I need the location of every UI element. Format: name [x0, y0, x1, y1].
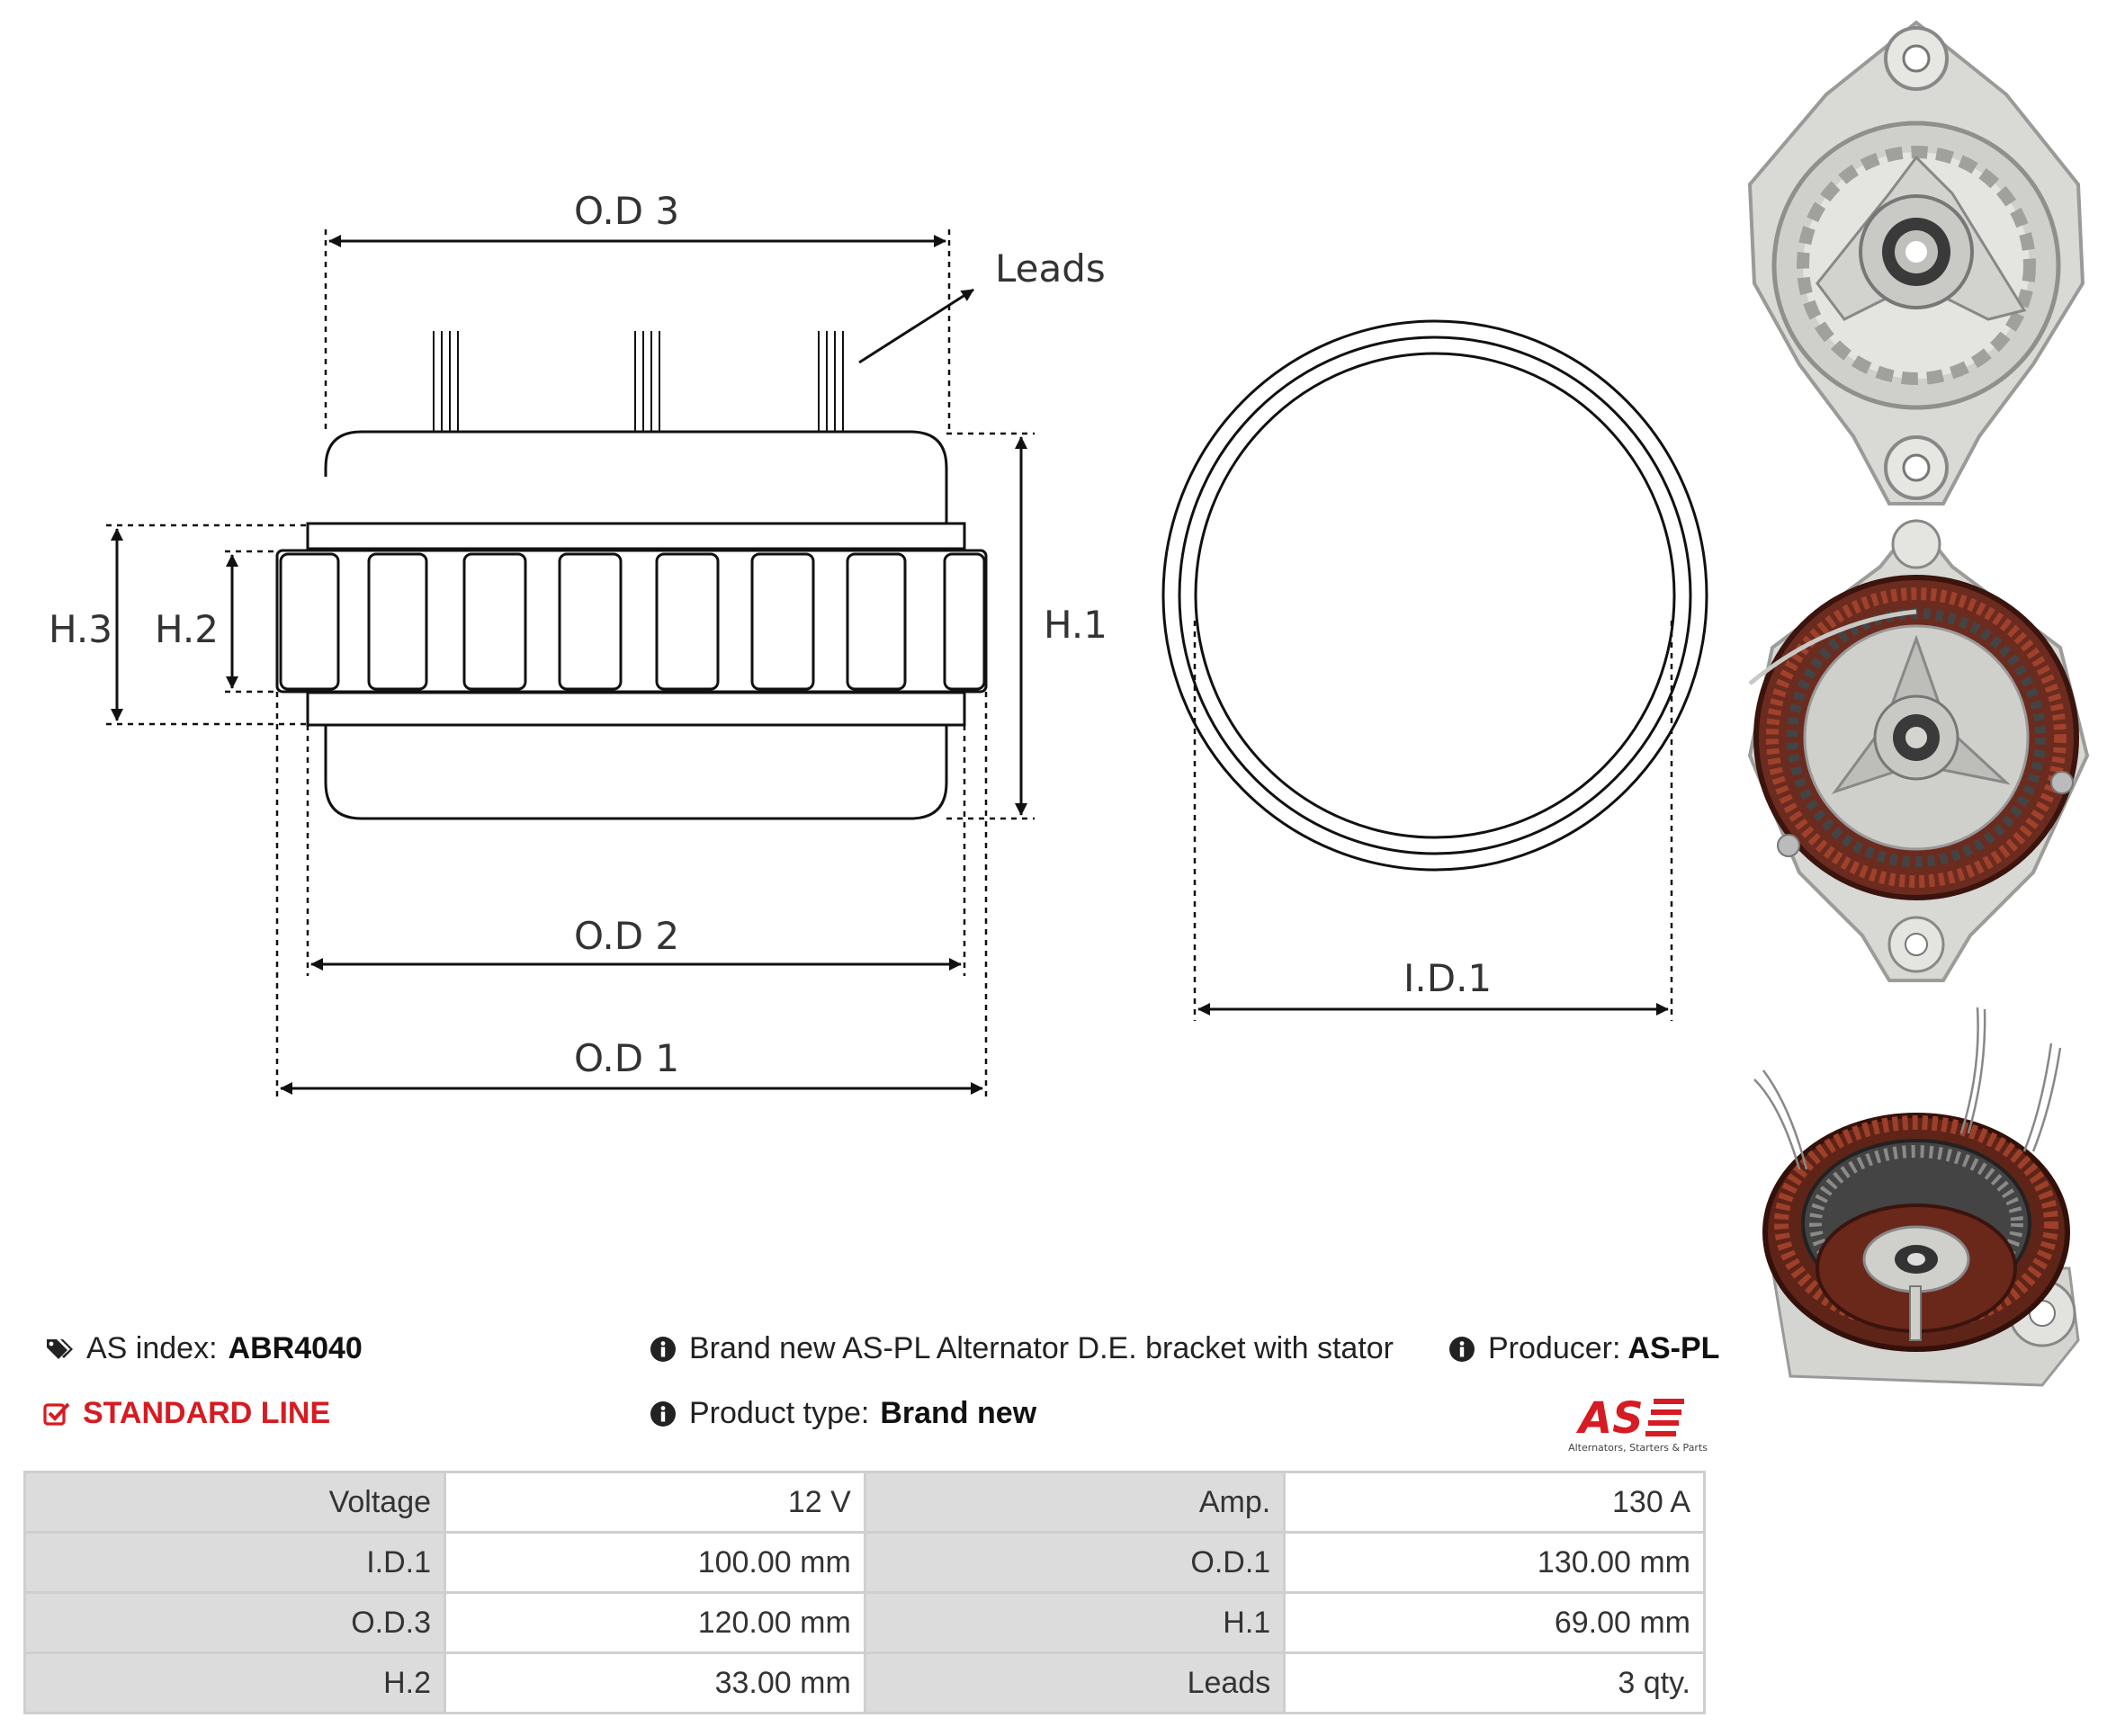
spec-name-cell: Leads: [865, 1654, 1284, 1712]
as-logo-mark: AS Alternators, Starters & Parts: [1568, 1393, 1708, 1454]
od2-label: O.D 2: [574, 914, 680, 958]
producer-label: Producer:: [1488, 1331, 1621, 1365]
logo-tagline: Alternators, Starters & Parts: [1568, 1442, 1708, 1453]
h3-label: H.3: [49, 607, 112, 651]
stator-dimension-drawing: [106, 229, 1708, 1097]
spec-name-cell: H.1: [865, 1594, 1284, 1651]
h1-label: H.1: [1044, 603, 1107, 647]
spec-value-cell: 130 A: [1286, 1473, 1703, 1531]
leads-label: Leads: [995, 246, 1106, 291]
standard-line-text: STANDARD LINE: [83, 1396, 331, 1430]
h2-label: H.2: [155, 607, 219, 651]
stator-core: [275, 549, 988, 694]
product-photo-stator-windings: [1753, 1007, 2080, 1387]
producer: Producer: AS-PL: [1448, 1331, 1719, 1366]
spec-value-cell: 69.00 mm: [1286, 1594, 1703, 1651]
leads-pointer: [858, 288, 974, 364]
description-text: Brand new AS-PL Alternator D.E. bracket …: [689, 1331, 1394, 1365]
spec-value-cell: 33.00 mm: [446, 1654, 864, 1712]
standard-line: STANDARD LINE: [43, 1396, 330, 1431]
tags-icon: [47, 1338, 73, 1359]
spec-value-cell: 130.00 mm: [1286, 1534, 1703, 1591]
spec-name-cell: H.2: [26, 1654, 444, 1712]
spec-name-cell: Voltage: [26, 1473, 444, 1531]
spec-name-cell: Amp.: [865, 1473, 1284, 1531]
product-type-value: Brand new: [880, 1396, 1037, 1430]
as-index: AS index: ABR4040: [43, 1331, 363, 1366]
stator-lower-ring: [306, 691, 966, 727]
info-icon: [650, 1400, 676, 1427]
checkbox-icon: [43, 1402, 70, 1426]
spec-name-cell: O.D.3: [26, 1594, 444, 1651]
as-index-value: ABR4040: [228, 1331, 363, 1365]
logo-mark-text: AS: [1575, 1393, 1644, 1444]
od1-label: O.D 1: [574, 1036, 680, 1080]
spec-name-cell: O.D.1: [865, 1534, 1284, 1591]
product-type-label: Product type:: [689, 1396, 870, 1430]
spec-value-cell: 3 qty.: [1286, 1654, 1703, 1712]
spec-value-cell: 12 V: [446, 1473, 864, 1531]
stator-upper-ring: [306, 522, 966, 550]
id1-label: I.D.1: [1403, 956, 1493, 1000]
product-photo-bracket-with-stator: [1747, 518, 2090, 982]
as-pl-logo: AS Alternators, Starters & Parts: [1541, 1390, 1708, 1454]
description: Brand new AS-PL Alternator D.E. bracket …: [650, 1331, 1394, 1366]
spec-value-cell: 100.00 mm: [446, 1534, 864, 1591]
spec-name-cell: I.D.1: [26, 1534, 444, 1591]
product-type: Product type: Brand new: [650, 1396, 1036, 1431]
product-photo-bracket-front: [1747, 20, 2085, 506]
stator-bottom-cap: [324, 725, 948, 820]
info-icon: [1449, 1336, 1475, 1362]
stator-top-cap: [308, 430, 948, 525]
stator-ring-view: [1161, 319, 1708, 872]
spec-value-cell: 120.00 mm: [446, 1594, 864, 1651]
as-index-label: AS index:: [86, 1331, 218, 1365]
info-icon: [650, 1336, 676, 1362]
producer-value: AS-PL: [1627, 1331, 1720, 1365]
od3-label: O.D 3: [574, 189, 680, 233]
